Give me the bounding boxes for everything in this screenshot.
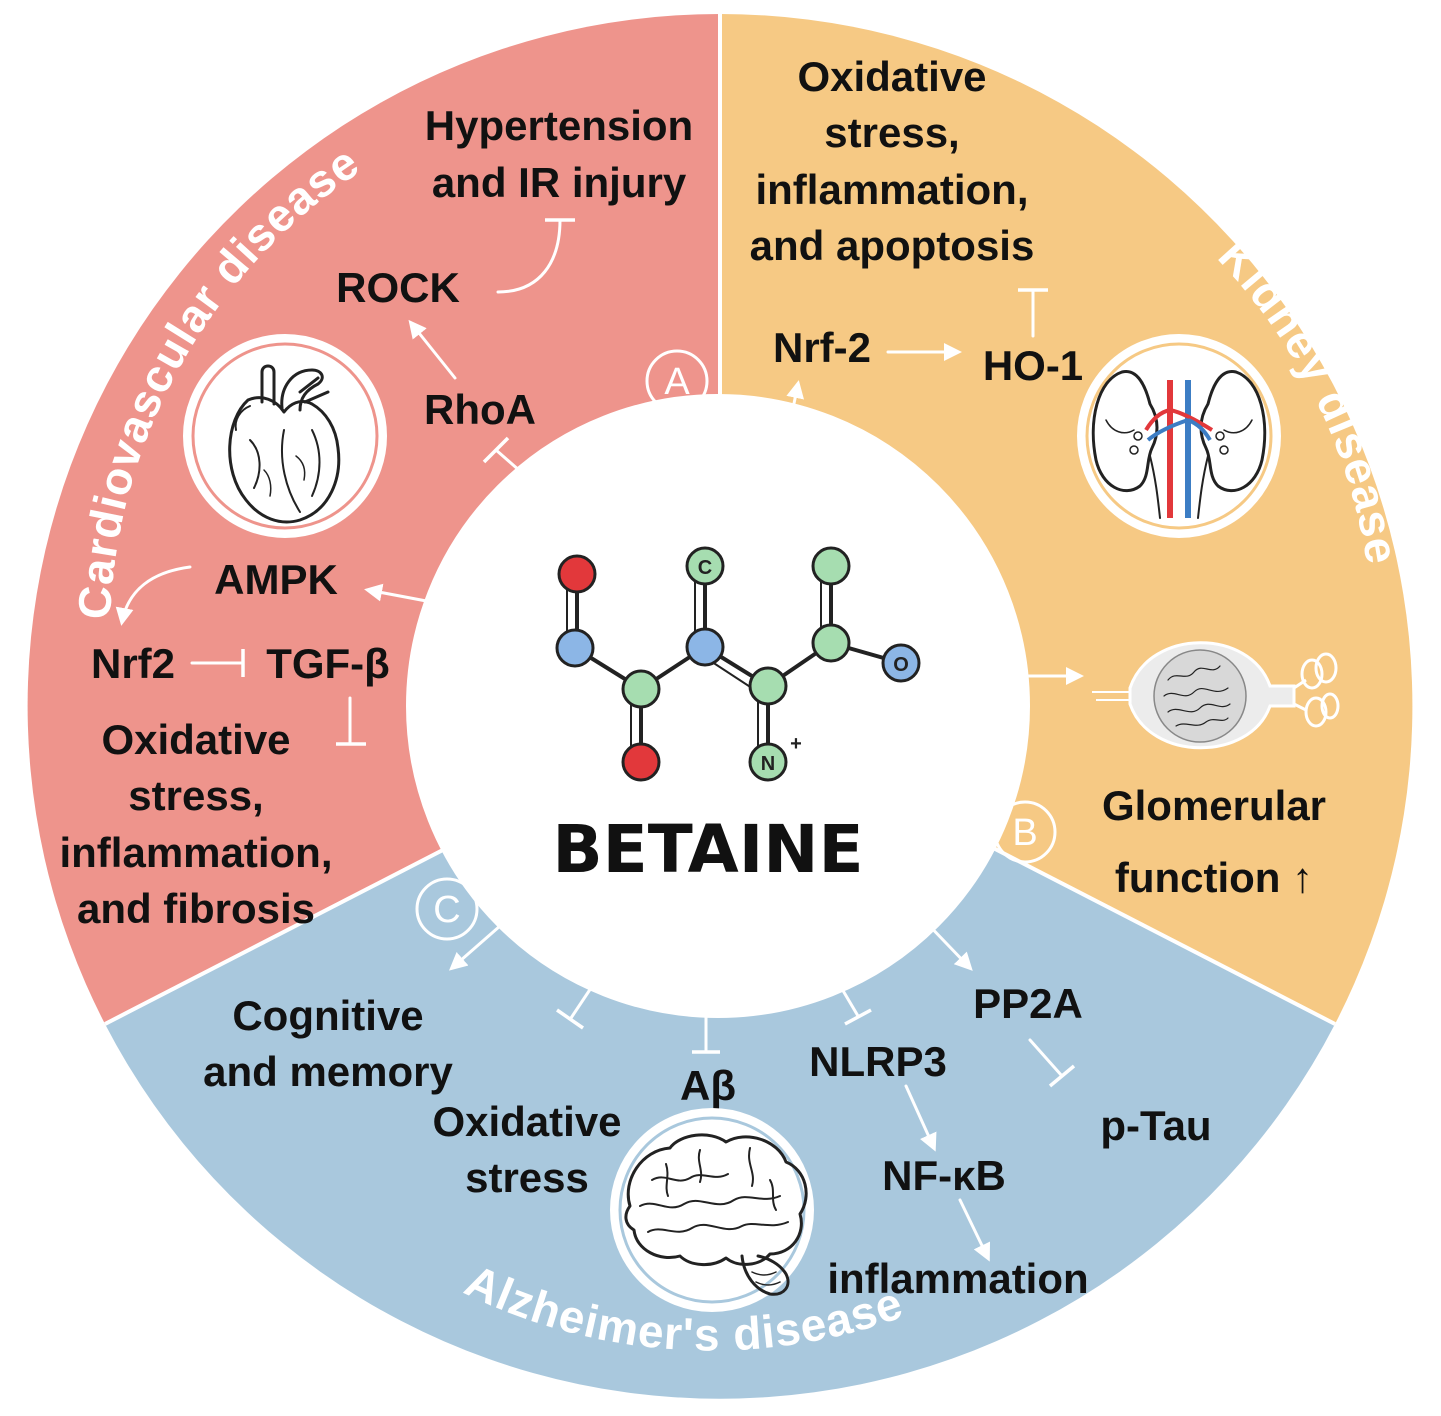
cardio-labels: Hypertension and IR injury ROCK RhoA AMP… — [59, 102, 693, 932]
nlrp3-inhibit-bar — [844, 1008, 872, 1026]
atom-o-bottom — [621, 742, 661, 782]
betaine-inhibit-oxidative — [569, 980, 597, 1020]
betaine-to-nrf2-arrow — [786, 380, 805, 425]
label-kidney-top-2: stress, — [824, 109, 959, 156]
divider-right — [969, 834, 1336, 1026]
pp2a-inhibit-ptau — [1028, 1038, 1064, 1078]
rhoa-inhibit-bar — [482, 436, 510, 464]
letter-badge-c: C — [415, 877, 479, 941]
divider-left — [104, 834, 471, 1026]
atom-label-n-charge: + — [790, 733, 802, 755]
label-cardio-out-2: stress, — [128, 772, 263, 819]
label-glomerular-1: Glomerular — [1102, 782, 1326, 829]
atom-o-top-left — [557, 554, 597, 594]
atom-label-c: C — [698, 557, 712, 579]
betaine-inhibit-nlrp3 — [830, 970, 860, 1018]
label-pp2a: PP2A — [973, 980, 1083, 1027]
cardio-connectors — [115, 218, 575, 746]
atom-n-plus — [748, 742, 788, 782]
heart-icon — [183, 334, 387, 538]
center-circle — [406, 394, 1030, 1018]
kidney-labels: Oxidative stress, inflammation, and apop… — [750, 53, 1326, 901]
label-ptau: p-Tau — [1100, 1102, 1211, 1149]
letter-c: C — [433, 889, 460, 931]
label-nrf2: Nrf2 — [91, 640, 175, 687]
atom-o-right — [881, 643, 921, 683]
label-rhoa: RhoA — [424, 386, 536, 433]
betaine-to-pp2a-arrow — [920, 916, 973, 971]
label-alz-oxidative-1: Oxidative — [432, 1098, 621, 1145]
label-nfkb: NF-κB — [882, 1152, 1006, 1199]
alzheimer-labels: Cognitive and memory Oxidative stress Aβ… — [203, 980, 1211, 1302]
letter-badge-a: A — [645, 349, 709, 413]
label-abeta: Aβ — [680, 1062, 736, 1109]
letter-b: B — [1012, 812, 1037, 854]
atom-c-right — [811, 623, 851, 663]
label-glomerular-2: function ↑ — [1115, 854, 1313, 901]
glomerulus-icon — [1092, 641, 1340, 750]
oxidative-inhibit-bar — [556, 1008, 584, 1030]
ampk-to-nrf2-arrow — [115, 565, 192, 626]
letter-badge-b: B — [993, 800, 1057, 864]
label-kidney-top-3: inflammation, — [755, 166, 1028, 213]
label-ho-1: HO-1 — [983, 342, 1083, 389]
betaine-molecule: C N + O — [555, 546, 921, 782]
betaine-to-ampk-arrow — [364, 583, 439, 605]
label-rock: ROCK — [336, 264, 460, 311]
kidneys-icon — [1077, 334, 1281, 538]
atom-c-left — [621, 669, 661, 709]
label-kidney-top-1: Oxidative — [797, 53, 986, 100]
ptau-inhibit-bar — [1048, 1064, 1076, 1088]
atom-label-n: N — [761, 753, 775, 775]
label-kidney-top-4: and apoptosis — [750, 222, 1035, 269]
label-hypertension-2: and IR injury — [432, 159, 687, 206]
letter-a: A — [664, 361, 690, 403]
alzheimer-connectors — [448, 916, 1076, 1262]
atom-n-center — [685, 627, 725, 667]
atom-c-top — [685, 546, 725, 586]
label-ampk: AMPK — [214, 556, 338, 603]
betaine-inhibit-rhoa — [494, 448, 530, 480]
atom-n-left — [555, 628, 595, 668]
molecule-atoms — [555, 546, 921, 782]
kidney-connectors — [786, 288, 1084, 685]
label-inflammation: inflammation — [827, 1255, 1088, 1302]
label-cognitive-1: Cognitive — [232, 992, 423, 1039]
atom-c-mid — [748, 666, 788, 706]
label-nrf-2: Nrf-2 — [773, 324, 871, 371]
label-cognitive-2: and memory — [203, 1048, 453, 1095]
nlrp3-to-nfkb-arrow — [904, 1084, 937, 1152]
atom-label-o: O — [893, 654, 909, 676]
center-title: BETAINE — [552, 811, 863, 888]
label-cardio-out-1: Oxidative — [101, 716, 290, 763]
rhoa-to-rock-arrow — [408, 319, 457, 380]
rock-inhibit-hypertension — [496, 218, 562, 294]
betaine-to-cognitive-arrow — [448, 924, 502, 971]
nfkb-to-inflammation-arrow — [958, 1198, 991, 1262]
brain-icon — [610, 1108, 814, 1312]
label-hypertension-1: Hypertension — [425, 102, 693, 149]
label-nlrp3: NLRP3 — [809, 1038, 947, 1085]
label-tgf-beta: TGF-β — [266, 640, 390, 687]
atom-c-top-right — [811, 546, 851, 586]
label-cardio-out-3: inflammation, — [59, 829, 332, 876]
label-cardio-out-4: and fibrosis — [77, 885, 315, 932]
label-alz-oxidative-2: stress — [465, 1154, 589, 1201]
